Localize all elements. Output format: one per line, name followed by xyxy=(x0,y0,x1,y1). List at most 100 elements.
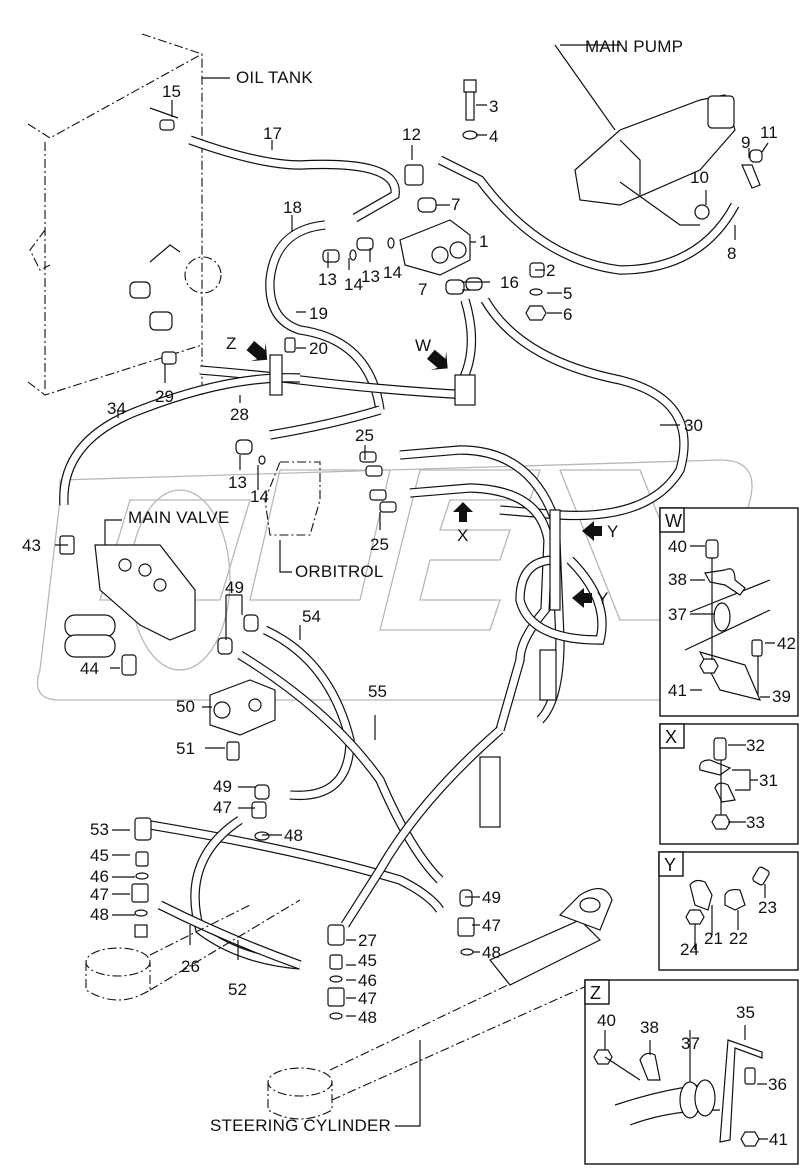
main-pump-label: MAIN PUMP xyxy=(585,37,683,56)
callout-19: 19 xyxy=(309,304,328,323)
callout-5: 5 xyxy=(563,284,572,303)
callout-14-c: 14 xyxy=(250,487,269,506)
view-marker-y2 xyxy=(572,588,592,608)
callout-13-b: 13 xyxy=(361,267,380,286)
callout-7-top: 7 xyxy=(451,195,460,214)
callout-55: 55 xyxy=(368,682,387,701)
callout-47-a: 47 xyxy=(213,798,232,817)
inset-y-callout-22: 22 xyxy=(729,929,748,948)
inset-y: Y 23 24 21 22 xyxy=(658,851,799,971)
callout-3: 3 xyxy=(489,97,498,116)
callout-1: 1 xyxy=(479,232,488,251)
callout-46-b: 46 xyxy=(358,971,377,990)
inset-x: X 32 31 33 xyxy=(659,723,799,845)
inset-w-title: W xyxy=(665,511,682,531)
inset-z-callout-37: 37 xyxy=(681,1034,700,1053)
callout-53: 53 xyxy=(90,820,109,839)
view-marker-y1-label: Y xyxy=(607,522,618,541)
bracket-w xyxy=(454,374,476,406)
main-valve xyxy=(64,519,196,658)
view-marker-z xyxy=(246,340,268,362)
fittings xyxy=(59,79,763,1020)
view-marker-w xyxy=(426,349,448,370)
callout-46-a: 46 xyxy=(90,867,109,886)
callout-49-b: 49 xyxy=(213,777,232,796)
callout-17: 17 xyxy=(263,124,282,143)
callout-48-d: 48 xyxy=(358,1008,377,1027)
check-block xyxy=(209,679,276,736)
oil-tank xyxy=(27,33,230,396)
callout-48-a: 48 xyxy=(284,826,303,845)
inset-y-callout-24: 24 xyxy=(680,940,699,959)
inset-x-callout-32: 32 xyxy=(746,736,765,755)
inset-x-callout-31: 31 xyxy=(759,771,778,790)
orbitrol xyxy=(264,461,321,573)
view-marker-w-label: W xyxy=(415,336,431,355)
inset-w-callout-40: 40 xyxy=(668,537,687,556)
callout-11: 11 xyxy=(760,123,778,142)
inset-z-title: Z xyxy=(590,983,601,1003)
inset-w-callout-41: 41 xyxy=(668,681,687,700)
callout-25-top: 25 xyxy=(355,426,374,445)
leader-lines xyxy=(55,100,769,1017)
inset-y-callout-23: 23 xyxy=(758,898,777,917)
callout-34: 34 xyxy=(107,399,126,418)
callout-30: 30 xyxy=(684,416,703,435)
inset-w: W 40 38 37 42 41 39 xyxy=(659,507,799,717)
callout-49-a: 49 xyxy=(225,578,244,597)
callout-26: 26 xyxy=(181,957,200,976)
callout-7-bottom: 7 xyxy=(418,280,427,299)
steering-cylinder-label: STEERING CYLINDER xyxy=(210,1116,391,1135)
inset-z: Z 40 38 37 35 36 41 xyxy=(584,979,799,1165)
callout-2: 2 xyxy=(546,261,555,280)
callout-13-c: 13 xyxy=(228,473,247,492)
callout-10: 10 xyxy=(690,168,709,187)
callout-48-b: 48 xyxy=(90,905,109,924)
inset-z-callout-35: 35 xyxy=(736,1003,755,1022)
view-marker-y2-label: Y xyxy=(597,589,608,608)
inset-y-title: Y xyxy=(664,855,676,875)
callout-52: 52 xyxy=(228,980,247,999)
callout-47-d: 47 xyxy=(358,989,377,1008)
main-pump xyxy=(554,44,736,226)
inset-x-callout-33: 33 xyxy=(746,813,765,832)
callout-29: 29 xyxy=(155,387,174,406)
bracket-z xyxy=(269,354,283,396)
callout-8: 8 xyxy=(727,244,736,263)
view-marker-z-label: Z xyxy=(226,334,236,353)
callout-47-b: 47 xyxy=(90,885,109,904)
callout-6: 6 xyxy=(563,305,572,324)
flow-divider-block xyxy=(399,219,471,276)
callout-18: 18 xyxy=(283,198,302,217)
callout-44: 44 xyxy=(80,659,99,678)
inset-w-callout-38: 38 xyxy=(668,570,687,589)
inset-z-callout-36: 36 xyxy=(768,1075,787,1094)
inset-z-callout-40: 40 xyxy=(597,1011,616,1030)
callout-45-b: 45 xyxy=(358,951,377,970)
inset-y-callout-21: 21 xyxy=(704,929,723,948)
main-valve-label: MAIN VALVE xyxy=(128,508,230,527)
callout-9: 9 xyxy=(741,133,750,152)
callout-47-c: 47 xyxy=(482,916,501,935)
clamp-y xyxy=(549,509,561,611)
callout-43: 43 xyxy=(22,536,41,555)
callout-20: 20 xyxy=(309,339,328,358)
orbitrol-label: ORBITROL xyxy=(295,562,384,581)
inset-z-callout-38: 38 xyxy=(640,1018,659,1037)
callout-51: 51 xyxy=(176,739,195,758)
oil-tank-label: OIL TANK xyxy=(236,68,313,87)
inset-z-callout-41: 41 xyxy=(769,1130,788,1149)
callouts: 15 17 18 12 3 4 7 1 2 7 16 5 6 13 14 13 … xyxy=(22,82,778,1027)
steering-cylinder xyxy=(85,888,613,1127)
inset-w-callout-39: 39 xyxy=(772,687,791,706)
inset-w-callout-37: 37 xyxy=(668,605,687,624)
callout-15: 15 xyxy=(162,82,181,101)
callout-48-c: 48 xyxy=(482,943,501,962)
callout-50: 50 xyxy=(176,697,195,716)
clamp-block-lower xyxy=(479,756,501,828)
clamp-block-upper xyxy=(539,649,557,701)
callout-54: 54 xyxy=(302,607,321,626)
view-marker-x-label: X xyxy=(457,526,468,545)
callout-28: 28 xyxy=(230,405,249,424)
